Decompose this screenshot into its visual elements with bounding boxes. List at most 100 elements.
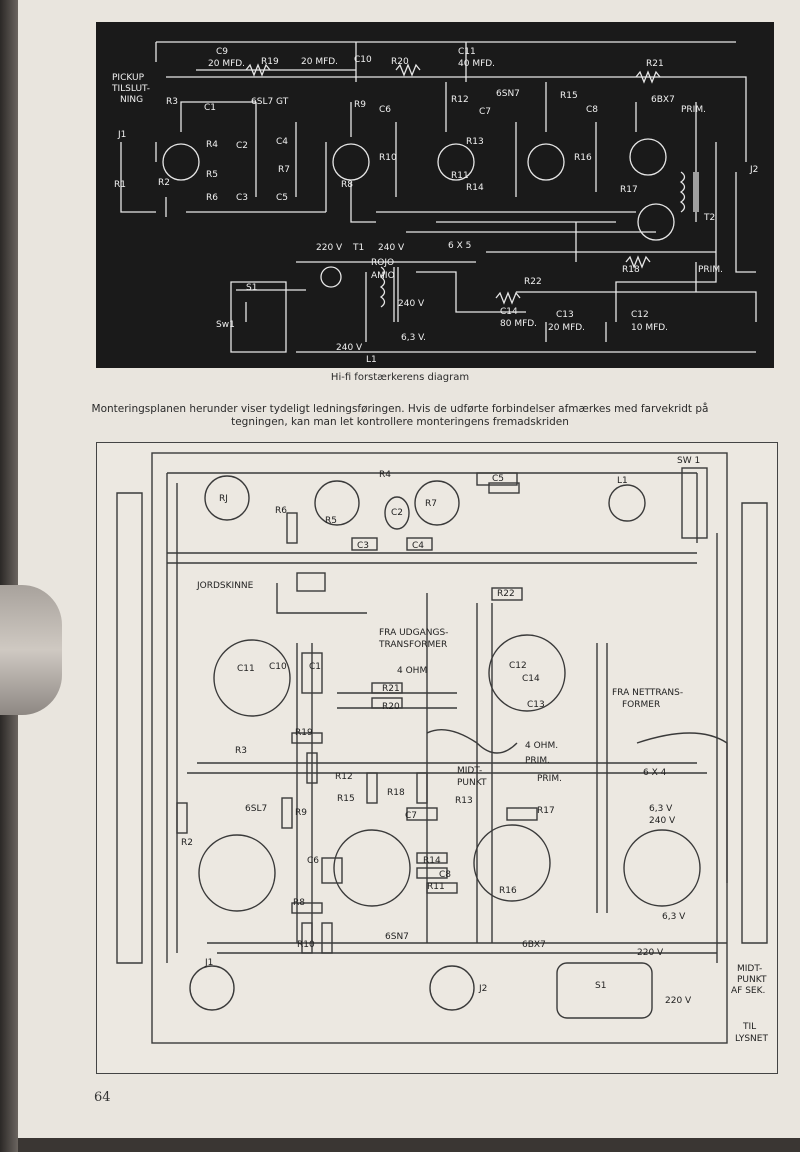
layout-c2-label: C2: [391, 508, 403, 518]
layout-c14-label: C14: [522, 674, 540, 684]
v240b-label: 240 V: [398, 299, 425, 309]
layout-240v-label: 240 V: [649, 816, 676, 826]
c4-label: C4: [276, 137, 288, 147]
layout-r2-label: R2: [181, 838, 193, 848]
layout-l1-label: L1: [617, 476, 628, 486]
layout-j1-label: J1: [204, 958, 213, 968]
layout-63v-a: 6,3 V: [649, 804, 673, 814]
r8-label: R8: [341, 180, 353, 190]
layout-c12-label: C12: [509, 661, 527, 671]
layout-fra-net-2: FORMER: [622, 700, 660, 710]
layout-fra-net-1: FRA NETTRANS-: [612, 688, 683, 698]
layout-til-2: LYSNET: [735, 1034, 768, 1044]
layout-r17-label: R17: [537, 806, 555, 816]
rojo-label: ROJO: [371, 258, 394, 268]
c3-label: C3: [236, 193, 248, 203]
layout-r14-label: R14: [423, 856, 441, 866]
layout-c7-label: C7: [405, 811, 417, 821]
layout-r9-label: R9: [295, 808, 307, 818]
layout-220v-a: 220 V: [637, 948, 664, 958]
layout-c13-label: C13: [527, 700, 545, 710]
assembly-layout: RJ R6 R5 R4 C2 R7 C5 L1 SW 1 C3 C4 JORDS…: [96, 442, 778, 1074]
layout-sw1-label: SW 1: [677, 456, 700, 466]
layout-r16-label: R16: [499, 886, 517, 896]
layout-r18-label: R18: [387, 788, 405, 798]
layout-s1-label: S1: [595, 981, 606, 991]
layout-midt-1: MIDT-: [457, 766, 482, 776]
layout-r13-label: R13: [455, 796, 473, 806]
r21-label: R21: [646, 59, 664, 69]
layout-c10-label: C10: [269, 662, 287, 672]
layout-j2-label: J2: [478, 984, 487, 994]
s1-label: S1: [246, 283, 257, 293]
layout-r22-label: R22: [497, 589, 515, 599]
r15-label: R15: [560, 91, 578, 101]
layout-r8-label: R8: [293, 898, 305, 908]
amio-label: AMIO: [371, 271, 395, 281]
r2-label: R2: [158, 178, 170, 188]
layout-prim2-label: PRIM.: [537, 774, 562, 784]
pickup-label-3: NING: [120, 95, 143, 105]
prim-top-label: PRIM.: [681, 105, 706, 115]
circuit-schematic: PICKUP TILSLUT- NING C9 20 MFD. R19 20 M…: [96, 22, 774, 368]
r4-label: R4: [206, 140, 218, 150]
layout-r5-label: R5: [325, 516, 337, 526]
layout-r21-label: R21: [382, 684, 400, 694]
v240c-label: 240 V: [336, 343, 363, 353]
layout-c11-label: C11: [237, 664, 255, 674]
c12-value: 10 MFD.: [631, 323, 668, 333]
layout-r12-label: R12: [335, 772, 353, 782]
layout-r19-label: R19: [295, 728, 313, 738]
t1-label: T1: [352, 243, 364, 253]
r12-label: R12: [451, 95, 469, 105]
layout-r10-label: R10: [297, 940, 315, 950]
r17-label: R17: [620, 185, 638, 195]
assembly-drawing: RJ R6 R5 R4 C2 R7 C5 L1 SW 1 C3 C4 JORDS…: [116, 452, 768, 1044]
schematic-drawing: PICKUP TILSLUT- NING C9 20 MFD. R19 20 M…: [111, 41, 758, 365]
layout-r20-label: R20: [382, 702, 400, 712]
tube-6x5-label: 6 X 5: [448, 241, 471, 251]
r6-label: R6: [206, 193, 218, 203]
r11-label: R11: [451, 171, 469, 181]
layout-4ohm-b: 4 OHM.: [525, 741, 558, 751]
c10-value: 20 MFD.: [301, 57, 338, 67]
v63-label: 6,3 V.: [401, 333, 426, 343]
j2-label: J2: [749, 165, 758, 175]
c14-label: C14: [500, 307, 518, 317]
layout-fra-udgang-1: FRA UDGANGS-: [379, 628, 448, 638]
layout-c8-label: C8: [439, 870, 451, 880]
r20-label: R20: [391, 57, 409, 67]
r10-label: R10: [379, 153, 397, 163]
layout-c4-label: C4: [412, 541, 424, 551]
layout-6sn7-label: 6SN7: [385, 932, 409, 942]
v240-label: 240 V: [378, 243, 405, 253]
pickup-label-2: TILSLUT-: [111, 84, 150, 94]
r7-label: R7: [278, 165, 290, 175]
c1-label: C1: [204, 103, 216, 113]
sw1-label: Sw1: [216, 320, 235, 330]
layout-midt-2: PUNKT: [457, 778, 487, 788]
pickup-label-1: PICKUP: [112, 73, 145, 83]
r18-label: R18: [622, 265, 640, 275]
layout-c6-label: C6: [307, 856, 319, 866]
layout-c1-label: C1: [309, 662, 321, 672]
thumb: [0, 585, 62, 715]
r13-label: R13: [466, 137, 484, 147]
layout-220v-b: 220 V: [665, 996, 692, 1006]
layout-4ohm-a: 4 OHM: [397, 666, 427, 676]
c10-label: C10: [354, 55, 372, 65]
layout-c5-label: C5: [492, 474, 504, 484]
c12-label: C12: [631, 310, 649, 320]
layout-midtpunkt-2: PUNKT: [737, 975, 767, 985]
intro-text: Monteringsplanen herunder viser tydeligt…: [91, 403, 709, 428]
c6-label: C6: [379, 105, 391, 115]
layout-r3-label: R3: [235, 746, 247, 756]
c13-label: C13: [556, 310, 574, 320]
c13-value: 20 MFD.: [548, 323, 585, 333]
c8-label: C8: [586, 105, 598, 115]
layout-r4-label: R4: [379, 470, 391, 480]
layout-jordskinne-label: JORDSKINNE: [196, 581, 254, 591]
layout-6sl7-label: 6SL7: [245, 804, 267, 814]
layout-r6-label: R6: [275, 506, 287, 516]
layout-r7-label: R7: [425, 499, 437, 509]
